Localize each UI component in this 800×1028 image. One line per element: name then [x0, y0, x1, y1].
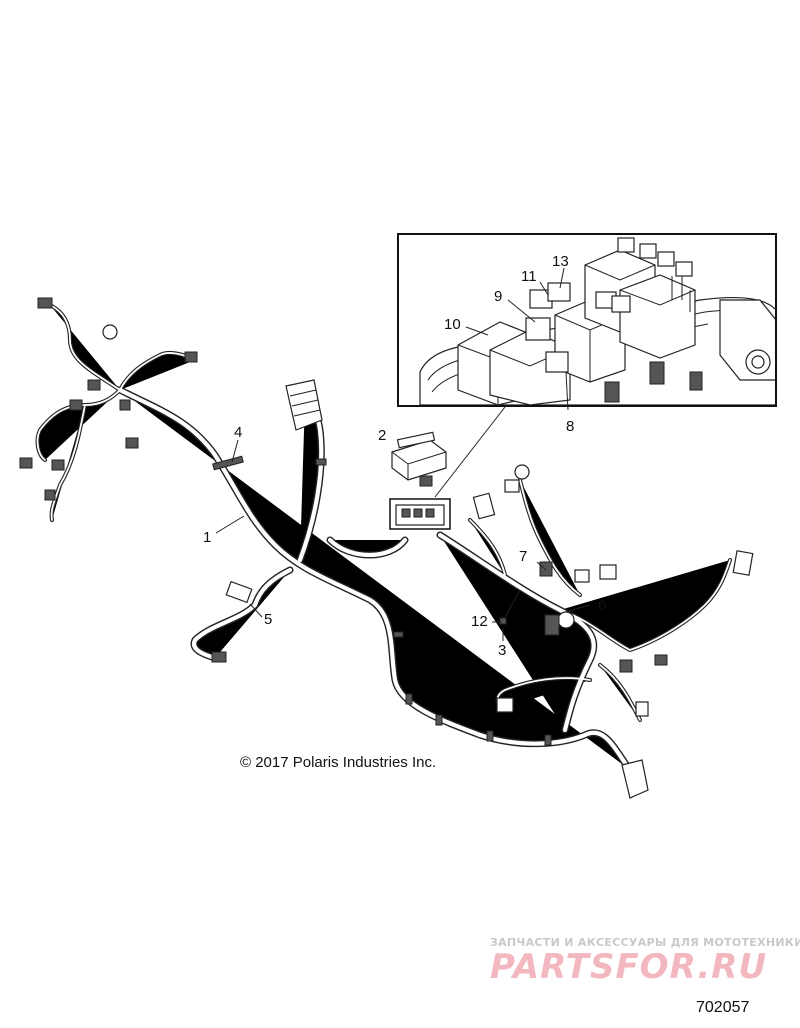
harness-bands — [212, 455, 552, 746]
callout-12: 12 — [471, 613, 488, 630]
callout-13: 13 — [552, 253, 569, 270]
callout-10: 10 — [444, 316, 461, 333]
callout-1: 1 — [203, 529, 211, 546]
callout-8: 8 — [566, 418, 574, 435]
partsfor-watermark: ЗАПЧАСТИ И АКСЕССУАРЫ ДЛЯ МОТОТЕХНИКИ PA… — [490, 936, 800, 987]
callout-numbers: 1 2 3 4 5 6 7 8 9 10 11 12 13 — [203, 253, 606, 659]
callout-5: 5 — [264, 611, 272, 628]
copyright-text: © 2017 Polaris Industries Inc. — [240, 754, 436, 771]
callout-7: 7 — [519, 548, 527, 565]
callout-4: 4 — [234, 424, 242, 441]
callout-leaders — [215, 439, 591, 641]
fuse-box-highlight — [389, 498, 451, 530]
watermark-logo: PARTSFOR.RU — [490, 947, 767, 987]
callout-3: 3 — [498, 642, 506, 659]
inset-pointer-line — [434, 406, 506, 498]
drawing-number: 702057 — [696, 999, 749, 1016]
callout-11: 11 — [521, 268, 537, 285]
callout-2: 2 — [378, 427, 386, 444]
relay-box-detail-inset — [397, 233, 777, 411]
callout-9: 9 — [494, 288, 502, 305]
harness-connectors — [19, 297, 754, 799]
callout-6: 6 — [598, 597, 606, 614]
watermark-tagline: ЗАПЧАСТИ И АКСЕССУАРЫ ДЛЯ МОТОТЕХНИКИ — [490, 936, 800, 949]
